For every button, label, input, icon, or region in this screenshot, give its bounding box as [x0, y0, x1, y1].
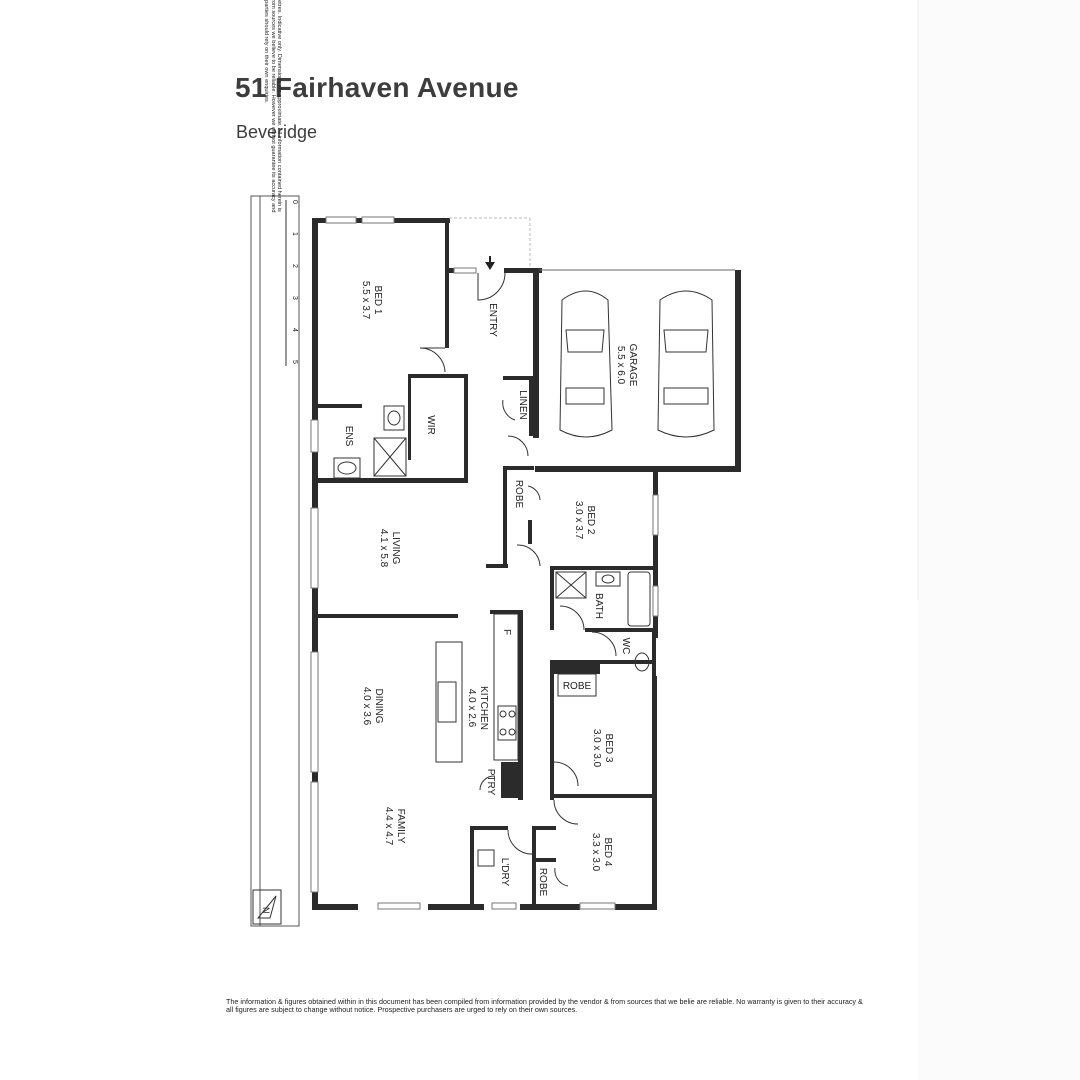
room-dims-bed2: 3.0 x 3.7	[573, 501, 584, 540]
room-dims-bed1: 5.5 x 3.7	[360, 281, 371, 320]
room-name-bed3: BED 3	[603, 734, 614, 763]
property-address: 51 Fairhaven Avenue	[235, 72, 519, 103]
compass-box	[252, 889, 282, 925]
compass-icon: N	[256, 895, 277, 919]
windows	[310, 216, 659, 910]
room-dims-garage: 5.5 x 6.0	[615, 346, 626, 385]
room-name-bed1: BED 1	[372, 286, 383, 315]
svg-text:N: N	[261, 907, 271, 914]
room-name-ptry: PTRY	[485, 769, 496, 796]
disclaimer: The information & figures obtained withi…	[226, 997, 863, 1014]
room-name-ens: ENS	[343, 426, 354, 447]
room-name-kitchen: KITCHEN	[478, 686, 489, 730]
doors	[419, 272, 617, 887]
room-name-robe-bed2: ROBE	[513, 480, 524, 509]
room-dims-family: 4.4 x 4.7	[383, 807, 394, 846]
property-suburb: Beveridge	[236, 122, 318, 142]
page-margin	[918, 0, 1080, 1080]
entry-arrow-icon	[485, 262, 495, 270]
room-name-bed4: BED 4	[602, 838, 613, 867]
scale-tick: 3	[291, 296, 298, 300]
scale-tick: 4	[291, 328, 298, 332]
room-dims-bed4: 3.3 x 3.0	[590, 833, 601, 872]
room-dims-bed3: 3.0 x 3.0	[591, 729, 602, 768]
fixtures	[333, 290, 715, 867]
room-name-f: F	[501, 629, 512, 635]
scale-note: Scale in metres. Indicative only. Dimens…	[263, 0, 282, 213]
scale-bar: 0 1 2 3 4 5 Scale in metres. Indicative …	[250, 0, 300, 927]
room-dims-kitchen: 4.0 x 2.6	[466, 689, 477, 728]
room-name-robe-bed4: ROBE	[537, 868, 548, 897]
room-name-wir: WIR	[425, 415, 436, 434]
room-name-dining: DINING	[373, 689, 384, 724]
room-name-entry: ENTRY	[487, 303, 498, 337]
room-name-ldry: L'DRY	[499, 858, 510, 887]
room-name-bath: BATH	[593, 593, 604, 619]
scale-tick: 5	[291, 360, 298, 364]
room-name-wc: WC	[620, 638, 631, 655]
scale-tick: 1	[291, 232, 298, 236]
room-labels: BED 1 5.5 x 3.7 ENTRY GARAGE 5.5 x 6.0 L…	[343, 281, 638, 897]
room-dims-living: 4.1 x 5.8	[378, 529, 389, 568]
room-name-robe-bed3: ROBE	[563, 681, 592, 692]
scale-tick: 2	[291, 264, 298, 268]
car-left-icon	[559, 290, 613, 438]
scale-tick: 0	[291, 200, 298, 204]
room-name-bed2: BED 2	[585, 506, 596, 535]
room-name-family: FAMILY	[395, 809, 406, 844]
walls	[312, 218, 741, 910]
room-name-linen: LINEN	[517, 390, 528, 419]
room-name-living: LIVING	[390, 532, 401, 565]
room-name-garage: GARAGE	[627, 344, 638, 387]
room-dims-dining: 4.0 x 3.6	[361, 687, 372, 726]
car-right-icon	[657, 290, 715, 438]
